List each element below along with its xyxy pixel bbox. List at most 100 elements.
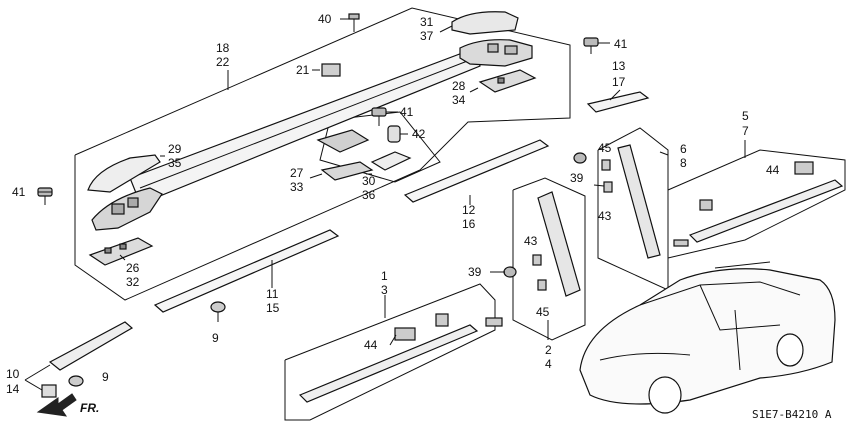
clip-43-lower: [532, 254, 542, 266]
callout-42: 42: [412, 127, 426, 141]
callout-8: 8: [680, 156, 687, 170]
callout-43-lower: 43: [524, 234, 538, 248]
clip-45-upper: [601, 159, 611, 171]
diagram-code: S1E7-B4210 A: [752, 408, 832, 421]
pillar-garnish-6-8: [617, 144, 661, 259]
callout-35: 35: [168, 156, 182, 170]
front-base-pad-hole-2: [119, 243, 127, 250]
spacer-42: [387, 125, 401, 143]
roof-molding-12-16: [403, 139, 550, 203]
door-molding-group-outline: [284, 283, 496, 421]
callout-6: 6: [680, 142, 687, 156]
callout-26: 26: [126, 261, 140, 275]
callout-34: 34: [452, 93, 466, 107]
rear-bracket-detail-2: [504, 45, 518, 55]
front-rail-base-pad: [88, 237, 154, 266]
front-molding-clip: [435, 313, 449, 327]
rear-garnish-group-outline: [667, 149, 846, 259]
callout-37: 37: [420, 29, 434, 43]
clip-43-upper: [603, 181, 613, 193]
callout-45-lower: 45: [536, 305, 550, 319]
callout-29: 29: [168, 142, 182, 156]
leader-lines: [24, 18, 746, 391]
vehicle-illustration: [579, 261, 836, 414]
callout-9-upper: 9: [212, 331, 219, 345]
clip-39-upper: [573, 152, 587, 164]
front-molding-10-14: [48, 321, 134, 371]
rear-bracket-detail: [487, 43, 499, 53]
callout-44-front: 44: [364, 338, 378, 352]
center-leg-bracket: [316, 129, 370, 153]
callout-22: 22: [216, 55, 230, 69]
callout-10: 10: [6, 367, 20, 381]
callout-21: 21: [296, 63, 310, 77]
callout-4: 4: [545, 357, 552, 371]
callout-39-lower: 39: [468, 265, 482, 279]
clip-9-upper: [210, 301, 226, 322]
front-molding-clip-44: [394, 327, 416, 341]
callout-15: 15: [266, 301, 280, 315]
callout-32: 32: [126, 275, 140, 289]
callout-14: 14: [6, 382, 20, 396]
roof-rail-highlight: [139, 59, 471, 189]
callout-9-lower: 9: [102, 370, 109, 384]
callout-44-rear: 44: [766, 163, 780, 177]
bolt-41-center: [371, 107, 387, 126]
callout-1: 1: [381, 269, 388, 283]
callout-11: 11: [266, 287, 279, 301]
callout-3: 3: [381, 283, 388, 297]
callout-41-left: 41: [12, 185, 26, 199]
callout-17: 17: [612, 75, 626, 89]
bolt-41-left: [37, 187, 53, 205]
rear-rail-end-cover: [451, 11, 519, 35]
rear-window-trim-13-17: [586, 91, 650, 113]
callout-16: 16: [462, 217, 476, 231]
callout-41-center: 41: [400, 105, 414, 119]
b-pillar-group-outline: [512, 177, 586, 341]
callout-13: 13: [612, 59, 626, 73]
front-base-pad-hole: [104, 247, 112, 254]
callout-18: 18: [216, 41, 230, 55]
callout-28: 28: [452, 79, 466, 93]
rear-door-molding-5-7: [688, 179, 844, 243]
clip-21: [321, 63, 341, 77]
callout-27: 27: [290, 166, 304, 180]
bolt-41-top-right: [583, 37, 599, 54]
front-molding-end: [485, 317, 503, 327]
rear-molding-clip-44: [794, 161, 814, 175]
center-leg-plate: [370, 151, 412, 171]
front-door-molding-1-3: [298, 324, 479, 403]
front-bracket-detail-2: [127, 197, 139, 208]
bolt-40: [348, 13, 360, 32]
clip-45-lower: [537, 279, 547, 291]
callout-33: 33: [290, 180, 304, 194]
rear-molding-clip: [699, 199, 713, 211]
callout-43-upper: 43: [598, 209, 612, 223]
rear-base-pad-hole: [497, 77, 505, 84]
callout-7: 7: [742, 124, 749, 138]
callout-39-upper: 39: [570, 171, 584, 185]
callout-30: 30: [362, 174, 376, 188]
callout-41-top: 41: [614, 37, 628, 51]
front-molding-end-cap: [41, 384, 57, 398]
front-direction-label: FR.: [80, 401, 99, 415]
clip-9-lower: [68, 375, 84, 387]
b-pillar-garnish-2-4: [537, 191, 581, 297]
rear-rail-base-pad: [478, 69, 537, 93]
center-leg-base: [320, 161, 374, 181]
callout-5: 5: [742, 109, 749, 123]
roof-molding-11-15: [153, 229, 340, 313]
clip-39-lower: [503, 266, 517, 278]
front-direction-arrow: [36, 393, 77, 417]
callout-31: 31: [420, 15, 434, 29]
callout-12: 12: [462, 203, 476, 217]
callout-40: 40: [318, 12, 332, 26]
pillar-garnish-group-outline: [597, 127, 669, 291]
roof-inner-box: [319, 111, 441, 183]
front-rail-end-cover: [87, 154, 161, 193]
callout-36: 36: [362, 188, 376, 202]
callout-45-upper: 45: [598, 141, 612, 155]
front-bracket-detail: [111, 203, 125, 215]
